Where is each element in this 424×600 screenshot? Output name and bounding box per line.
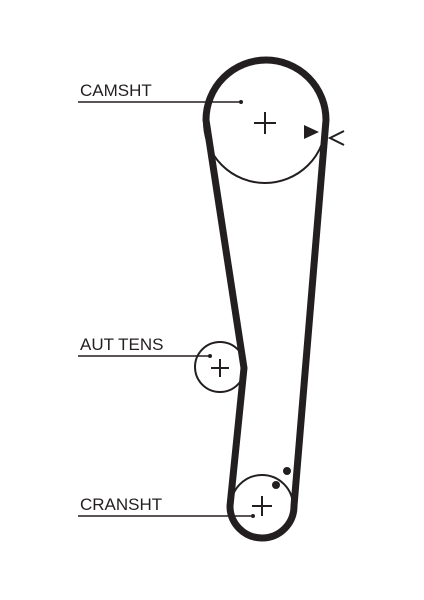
tensioner-label: AUT TENS (80, 335, 163, 354)
crankshaft-label: CRANSHT (80, 495, 162, 514)
crankshaft-center-icon (252, 496, 272, 516)
camshaft-center-icon (254, 112, 276, 134)
tensioner-center-icon (211, 359, 229, 377)
crankshaft-leader-dot (251, 514, 255, 518)
timing-mark-dot (272, 481, 280, 489)
camshaft-label: CAMSHT (80, 81, 152, 100)
rotation-arrow-icon (304, 125, 319, 139)
timing-belt (202, 56, 330, 542)
camshaft-leader-dot (239, 100, 243, 104)
timing-mark-dot (283, 467, 291, 475)
direction-chevron-icon (327, 130, 345, 146)
tensioner-leader-dot (208, 354, 212, 358)
